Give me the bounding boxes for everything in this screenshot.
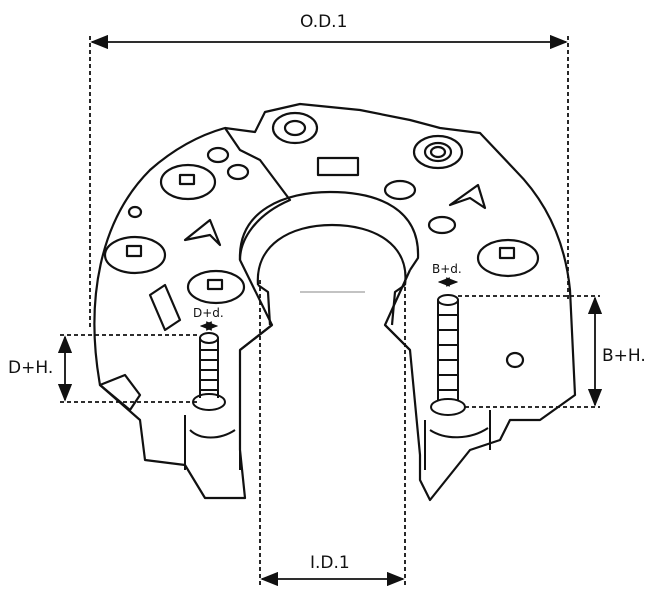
- bd-label: B+d.: [432, 262, 462, 276]
- dh-label: D+H.: [8, 358, 54, 378]
- bh-label: B+H.: [602, 346, 646, 366]
- right-wing-outline: [224, 102, 577, 502]
- center-tube: [257, 284, 406, 326]
- terminal-bosses: [98, 111, 540, 412]
- id1-label: I.D.1: [310, 553, 350, 573]
- center-hole: [238, 190, 420, 271]
- right-screw: [424, 294, 491, 470]
- dimension-lines: [57, 34, 603, 587]
- dd-label: D+d.: [193, 306, 224, 320]
- od1-label: O.D.1: [300, 12, 348, 32]
